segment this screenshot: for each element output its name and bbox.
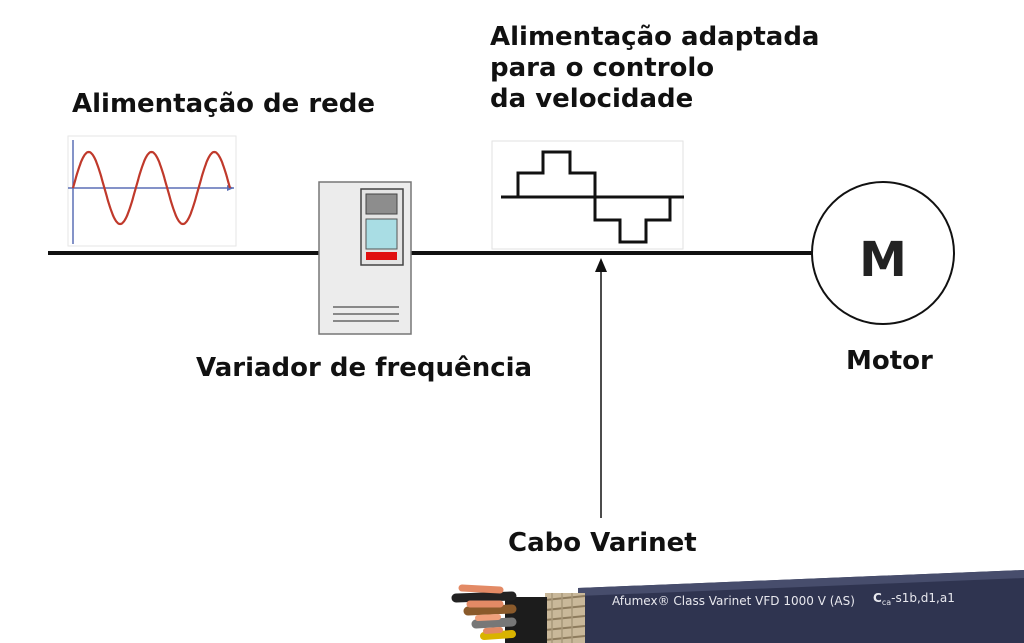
drive-label: Variador de frequência — [196, 353, 533, 383]
cable-brand: Afumex — [612, 594, 658, 608]
motor-symbol: M — [859, 232, 907, 288]
motor-circle — [811, 181, 955, 325]
cable-jacket-highlight — [578, 570, 1024, 596]
varinet-cable: Afumex® Class Varinet VFD 1000 V (AS) Cc… — [451, 570, 1024, 643]
adapted-graph-frame — [491, 140, 684, 250]
cable-class-rest: -s1b,d1,a1 — [891, 591, 955, 605]
cable-cores — [451, 584, 517, 640]
drive-display — [365, 193, 398, 215]
cable-core — [480, 630, 516, 640]
adapted-label-line2: para o controlo — [490, 53, 715, 83]
copper-strands — [483, 627, 503, 634]
cable-core — [463, 604, 517, 616]
cable-core — [471, 617, 517, 629]
cable-class-sub: ca — [882, 598, 891, 607]
mains-label: Alimentação de rede — [72, 89, 376, 119]
copper-strands — [458, 584, 504, 594]
drive-led — [366, 252, 397, 260]
cable-fire-class: Cca-s1b,d1,a1 — [873, 591, 955, 607]
cable-braid-texture — [551, 593, 573, 643]
adapted-label-line1: Alimentação adaptada — [490, 22, 820, 52]
cable-class-letter: C — [873, 591, 882, 605]
adapted-label-line3: da velocidade — [490, 84, 694, 114]
cable-arrow-head-icon — [595, 258, 607, 272]
sine-wave — [71, 150, 232, 226]
frequency-drive — [318, 181, 412, 335]
cable-marking: Afumex® Class Varinet VFD 1000 V (AS) — [612, 594, 855, 608]
motor-label: Motor — [846, 346, 933, 376]
drive-screen — [365, 218, 398, 250]
copper-strands — [475, 614, 501, 621]
cable-braid-texture — [544, 595, 586, 641]
cable-marking-text: ® Class Varinet VFD 1000 V (AS) — [658, 594, 855, 608]
adapted-supply-label: Alimentação adaptada para o controlo da … — [490, 22, 819, 115]
cable-label: Cabo Varinet — [508, 528, 697, 558]
adapted-waveform-graph — [491, 140, 684, 250]
sine-graph-frame — [67, 135, 237, 247]
stepped-waveform — [516, 150, 672, 244]
cable-core — [451, 591, 517, 603]
mains-sine-graph — [67, 135, 237, 247]
